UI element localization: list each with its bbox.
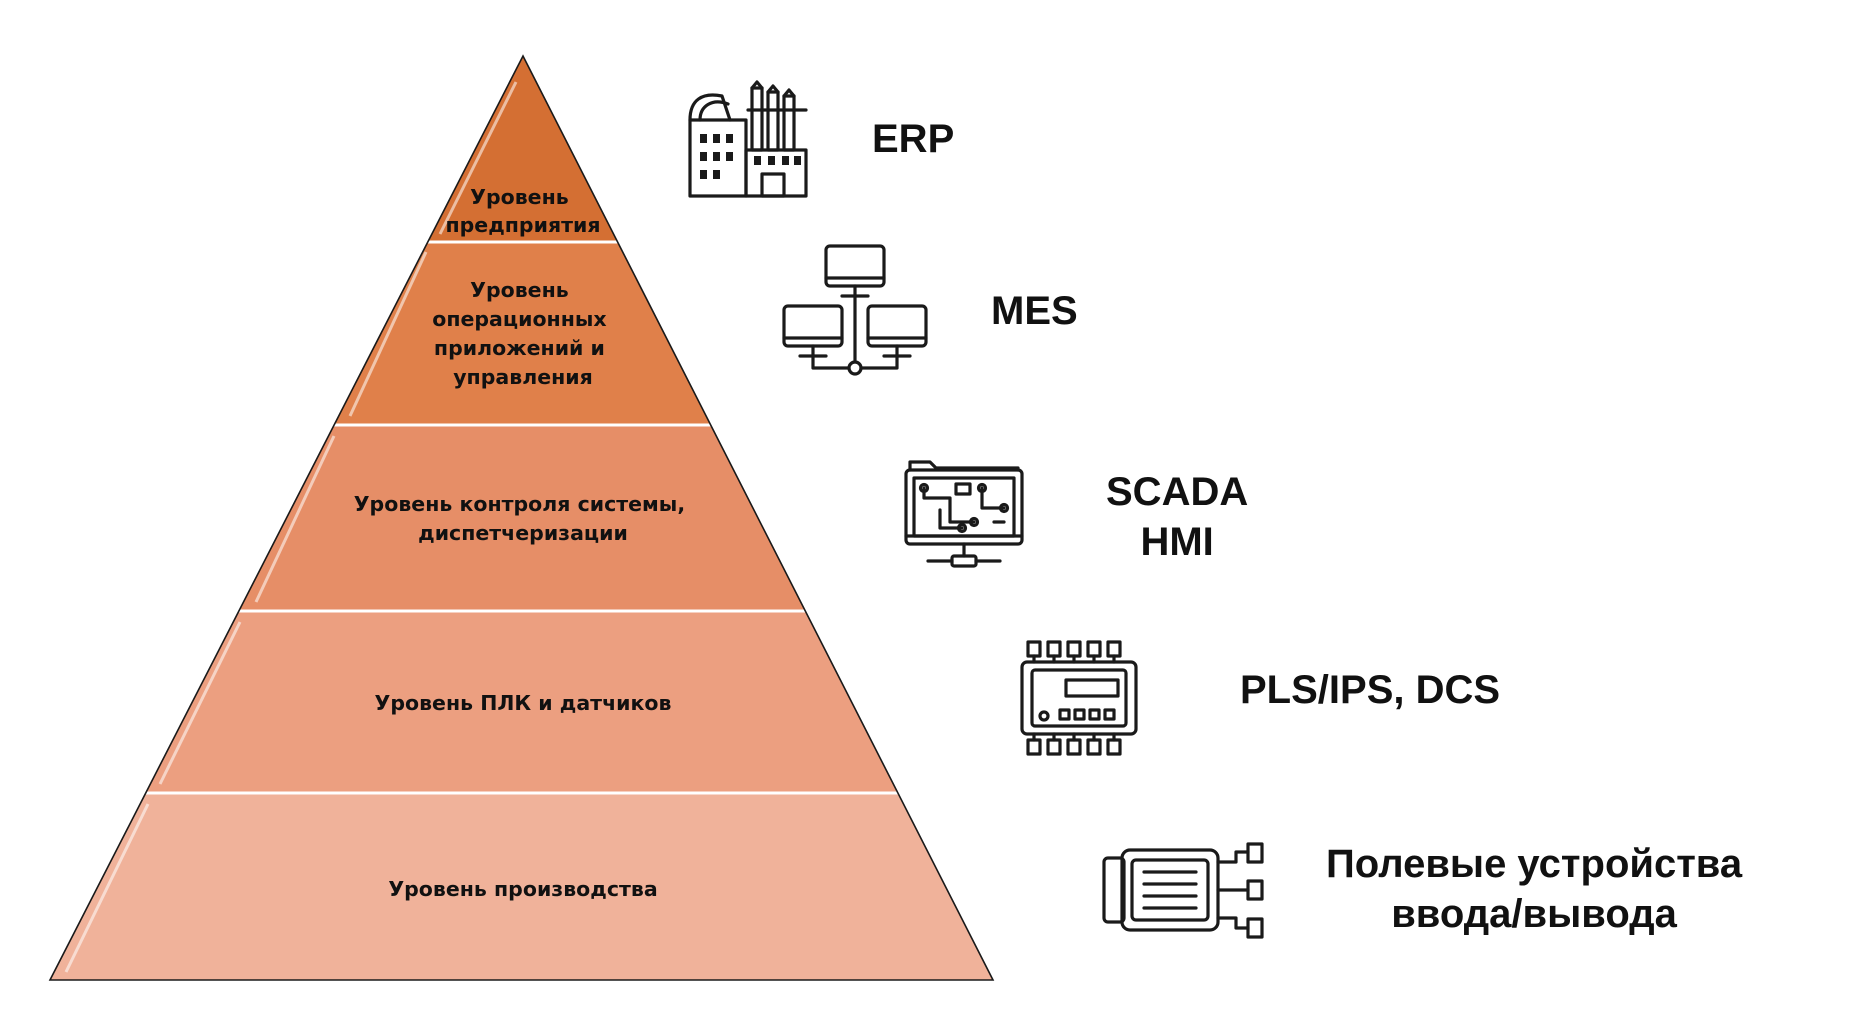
system-label-field-devices: Полевые устройства ввода/вывода <box>1326 840 1742 939</box>
level-label-2: Уровень операционных приложений и управл… <box>432 278 614 389</box>
system-label-mes: MES <box>991 287 1078 337</box>
system-label-scada-hmi: SCADA HMI <box>1106 468 1248 567</box>
monitor-circuit-icon <box>904 460 1024 568</box>
level-3-line-2: диспетчеризации <box>418 521 628 545</box>
level-5-line-1: Уровень производства <box>388 877 657 901</box>
tier-highlights <box>64 81 518 973</box>
level-2-line-1: Уровень <box>470 278 569 302</box>
plc-line-1: PLS/IPS, DCS <box>1240 668 1501 712</box>
pyramid-tier-3 <box>50 425 993 611</box>
level-3-line-1: Уровень контроля системы, <box>354 492 685 516</box>
level-label-3: Уровень контроля системы, диспетчеризаци… <box>354 492 693 545</box>
erp-line-1: ERP <box>872 117 955 161</box>
level-label-4: Уровень ПЛК и датчиков <box>375 691 672 715</box>
mes-line-1: MES <box>991 289 1078 333</box>
system-label-plc-dcs: PLS/IPS, DCS <box>1240 666 1500 716</box>
motor-io-icon <box>1102 842 1264 939</box>
pyramid-tier-2 <box>50 242 993 425</box>
plc-controller-icon <box>1020 640 1138 756</box>
scada-line-1: SCADA <box>1106 470 1249 514</box>
field-line-2: ввода/вывода <box>1391 891 1677 936</box>
field-line-1: Полевые устройства <box>1326 842 1743 886</box>
level-2-line-3: приложений и <box>434 336 605 360</box>
level-1-line-2: предприятия <box>445 213 600 237</box>
system-label-erp: ERP <box>872 115 954 165</box>
level-1-line-1: Уровень <box>470 185 569 209</box>
pyramid-tier-5 <box>50 793 993 980</box>
factory-icon <box>688 80 808 198</box>
level-2-line-4: управления <box>453 365 593 389</box>
level-label-1: Уровень предприятия <box>445 185 600 237</box>
scada-line-2: HMI <box>1140 519 1214 564</box>
level-2-line-2: операционных <box>432 307 606 331</box>
level-4-line-1: Уровень ПЛК и датчиков <box>375 691 672 715</box>
level-label-5: Уровень производства <box>388 877 657 901</box>
pyramid-outline <box>48 54 995 981</box>
network-computers-icon <box>782 244 928 376</box>
